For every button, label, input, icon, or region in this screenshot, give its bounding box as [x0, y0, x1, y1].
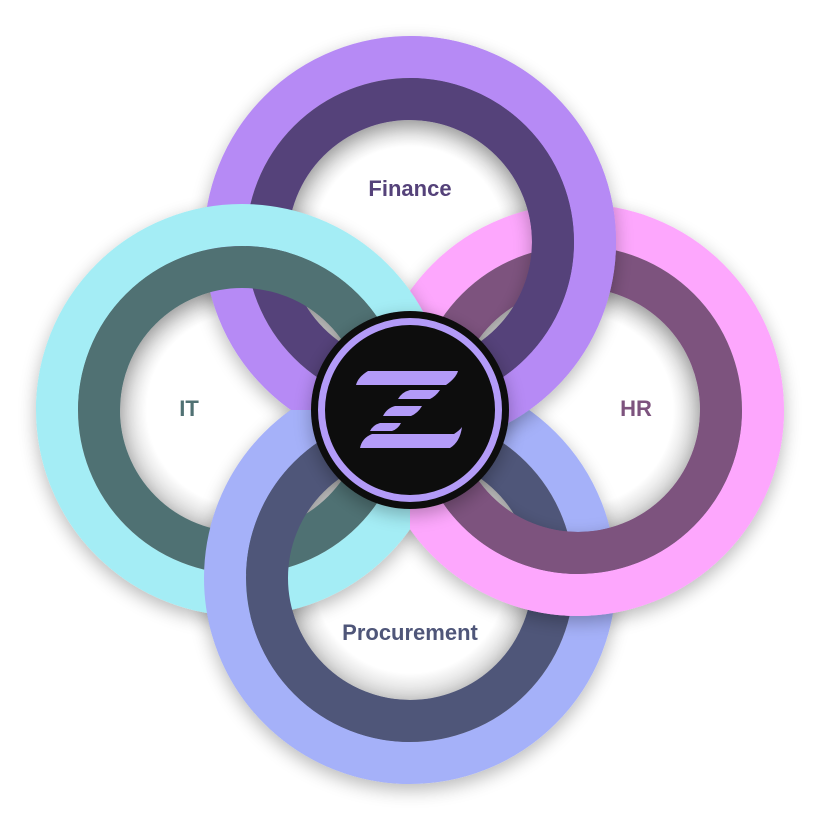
ring-finance [410, 36, 616, 410]
ring-label-procurement: Procurement [342, 620, 478, 645]
center-logo [311, 311, 509, 509]
ring-label-it: IT [179, 396, 199, 421]
ring-hr [410, 410, 784, 616]
z-logo-icon [356, 371, 462, 448]
rings-overlap-layer [36, 36, 784, 784]
logo-accent-ring [318, 318, 502, 502]
ring-it [36, 204, 410, 410]
ring-label-finance: Finance [368, 176, 452, 201]
ring-label-hr: HR [620, 396, 652, 421]
ring-procurement [204, 410, 410, 784]
